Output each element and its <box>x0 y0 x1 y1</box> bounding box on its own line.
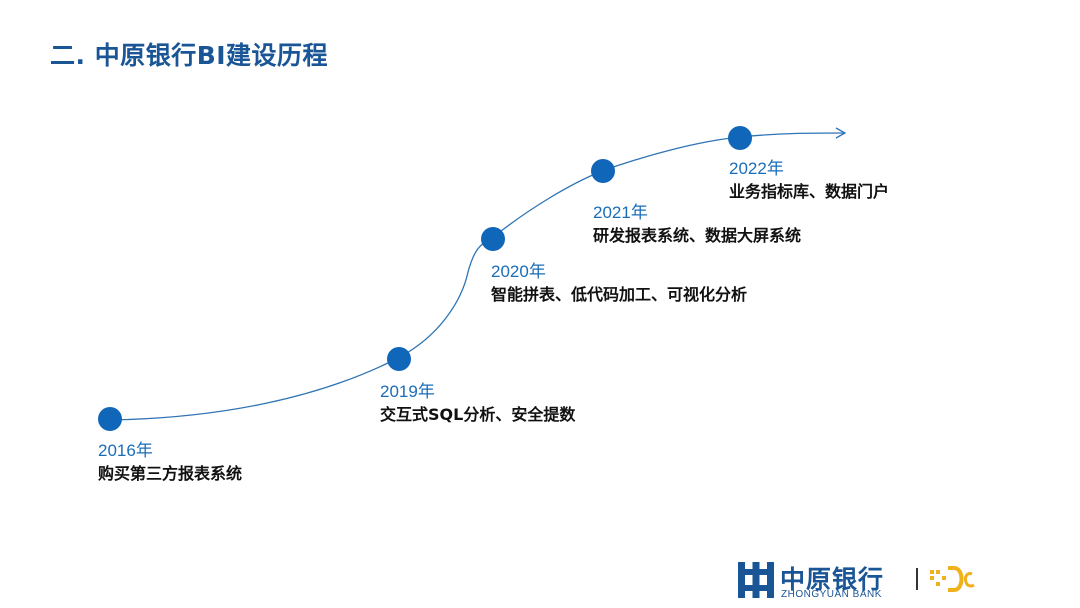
milestone-year: 2020年 <box>491 262 546 281</box>
milestone-2019: 2019年 交互式SQL分析、安全提数 <box>380 381 575 427</box>
milestone-year: 2019年 <box>380 382 435 401</box>
milestone-2021: 2021年 研发报表系统、数据大屏系统 <box>593 202 801 248</box>
bank-emblem-icon <box>738 562 774 598</box>
milestone-node-2021 <box>591 159 615 183</box>
milestone-desc: 智能拼表、低代码加工、可视化分析 <box>491 285 748 304</box>
milestone-2016: 2016年 购买第三方报表系统 <box>98 440 242 486</box>
milestone-node-2019 <box>387 347 411 371</box>
milestone-year: 2016年 <box>98 441 153 460</box>
page-title: 二. 中原银行BI建设历程 <box>50 41 329 70</box>
bank-name-cn: 中原银行 <box>780 565 885 594</box>
milestone-year: 2022年 <box>729 159 784 178</box>
milestone-2022: 2022年 业务指标库、数据门户 <box>729 158 889 204</box>
milestone-node-2022 <box>728 126 752 150</box>
partner-logo-icon <box>930 566 975 592</box>
milestone-desc: 购买第三方报表系统 <box>98 464 243 483</box>
milestone-node-2020 <box>481 227 505 251</box>
milestone-year: 2021年 <box>593 203 648 222</box>
milestone-node-2016 <box>98 407 122 431</box>
footer-logo: 中原银行 ZHONGYUAN BANK <box>736 560 976 604</box>
logo-divider <box>916 568 918 590</box>
bank-name-en: ZHONGYUAN BANK <box>781 589 882 600</box>
milestone-desc: 交互式SQL分析、安全提数 <box>380 405 576 424</box>
milestone-desc: 业务指标库、数据门户 <box>729 182 890 201</box>
milestone-2020: 2020年 智能拼表、低代码加工、可视化分析 <box>491 261 747 307</box>
milestone-desc: 研发报表系统、数据大屏系统 <box>593 226 802 245</box>
